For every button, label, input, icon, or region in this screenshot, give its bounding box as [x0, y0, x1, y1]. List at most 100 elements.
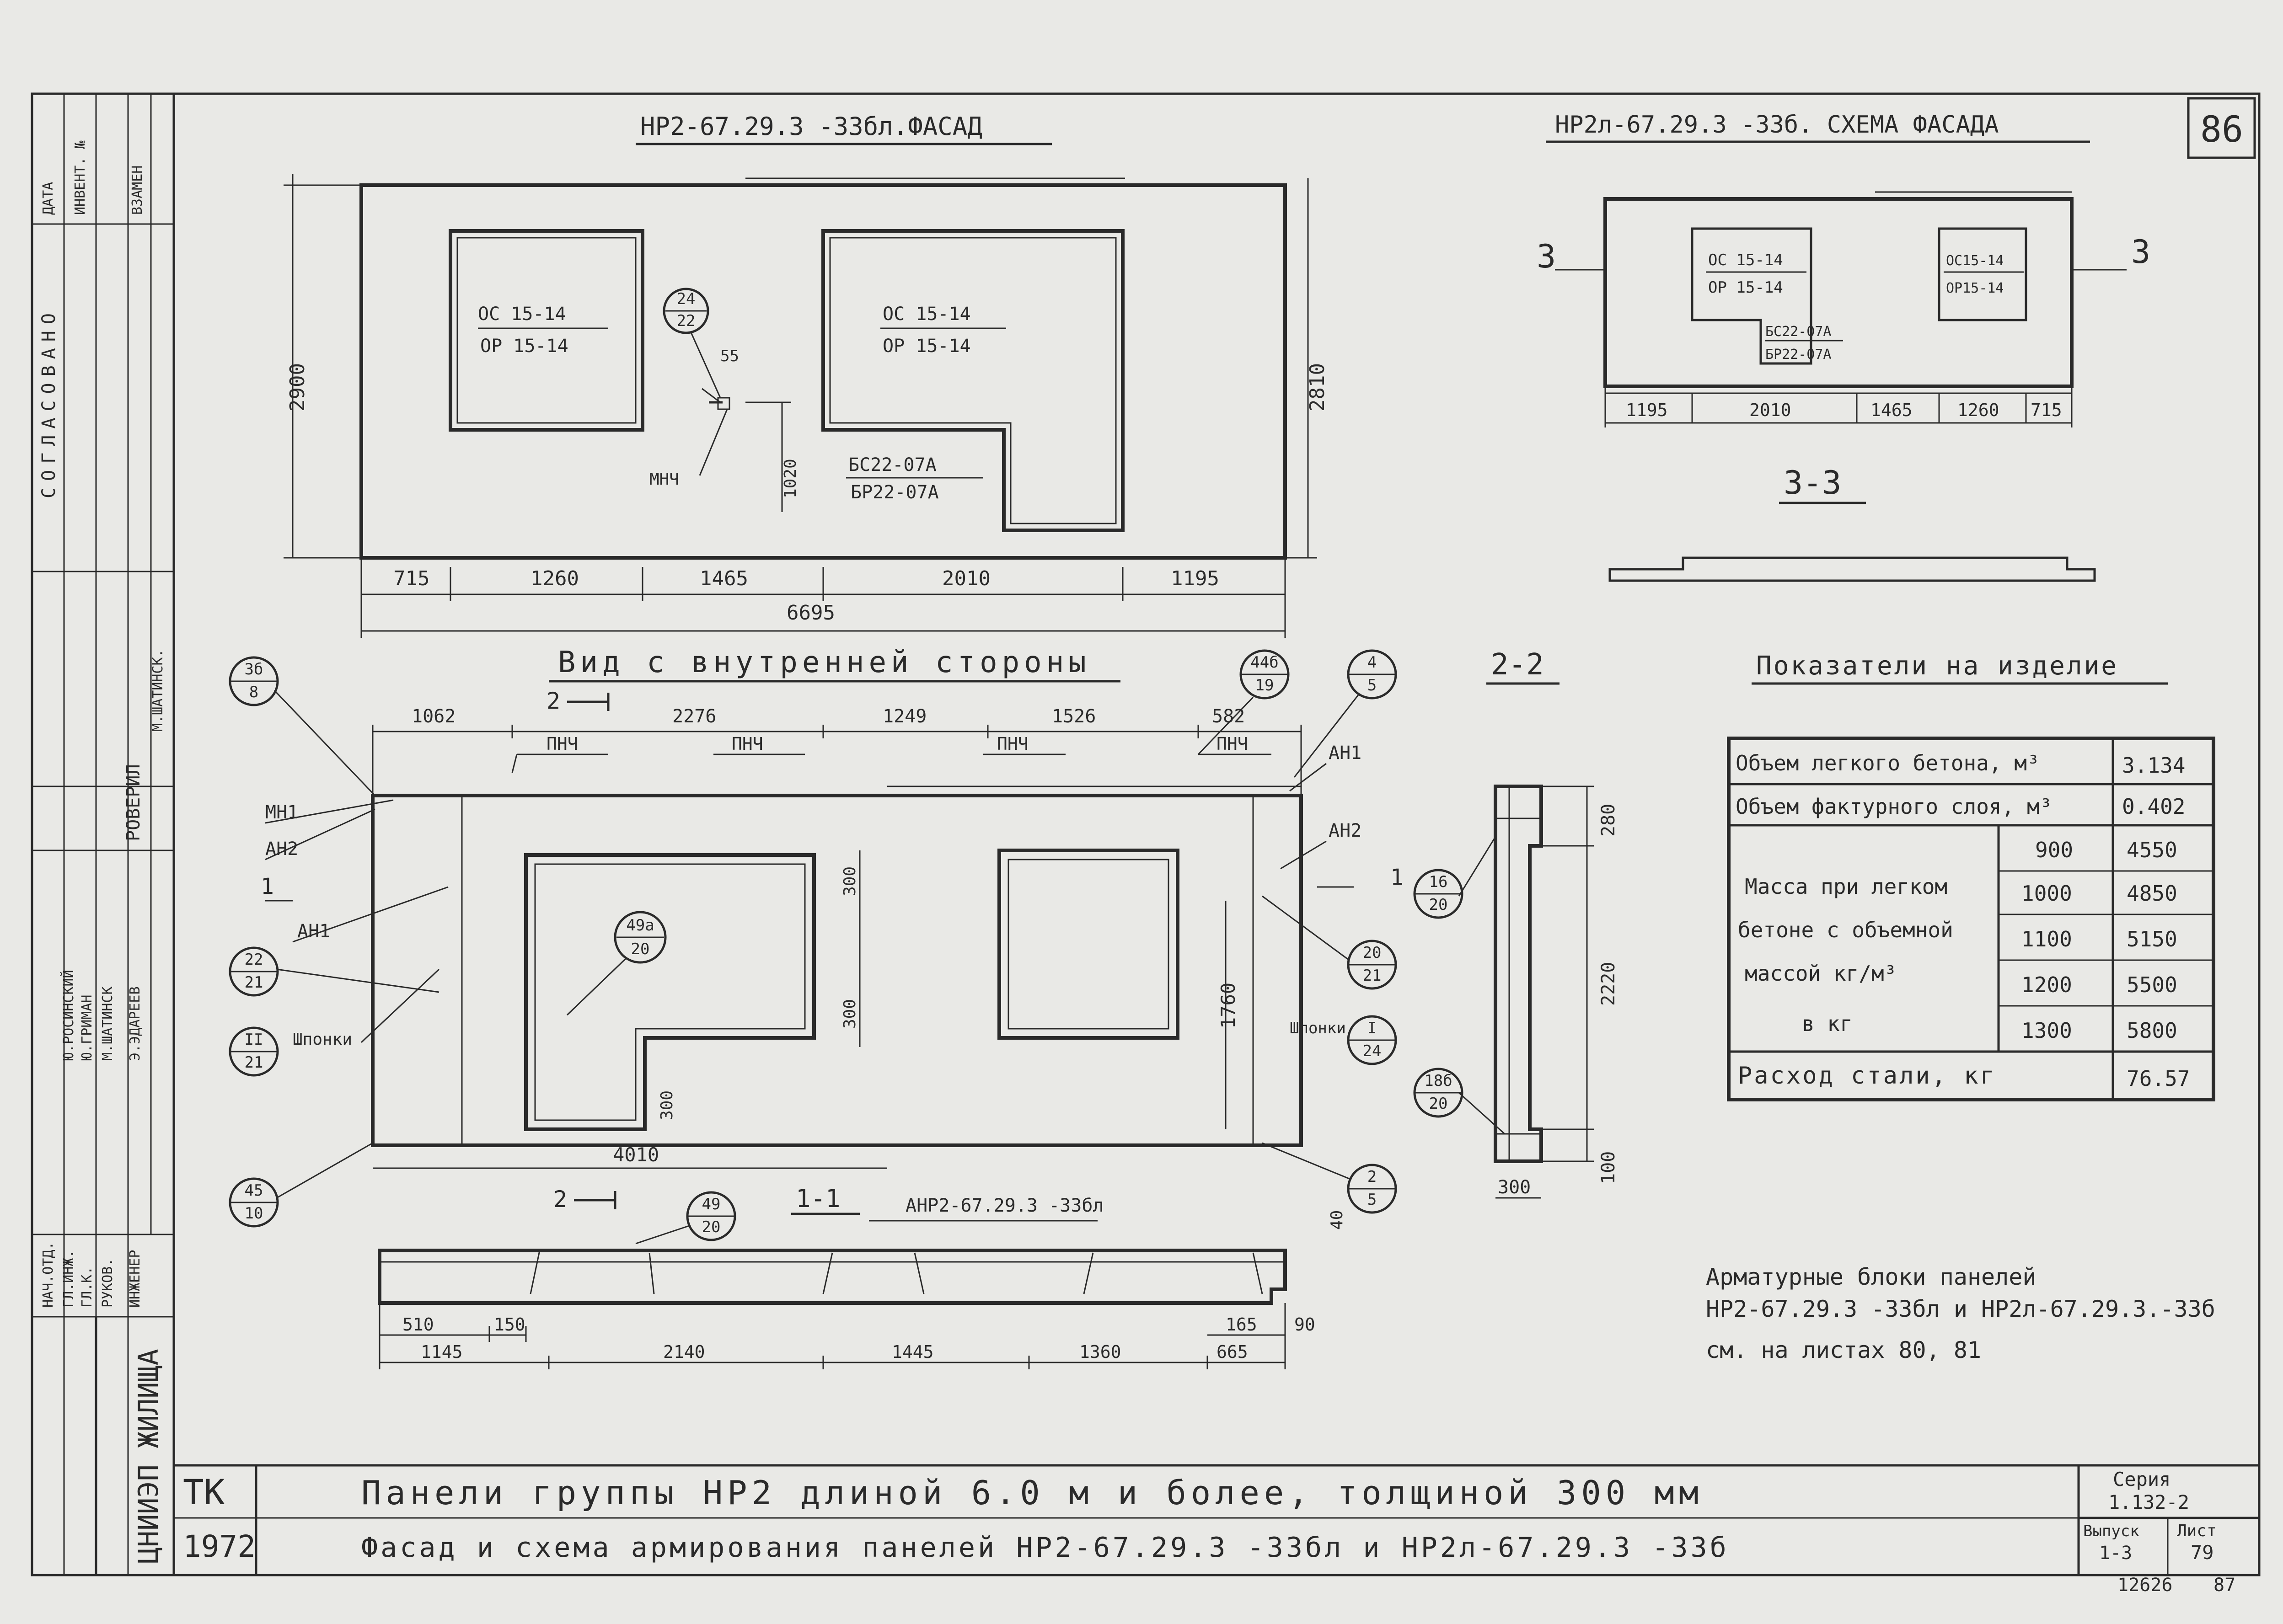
scheme-win-b-bot: ОР15-14 — [1946, 280, 2004, 296]
inner-label-shponki-right: Шпонки — [1290, 1019, 1346, 1037]
note-line-2: НР2-67.29.3 -33бл и НР2л-67.29.3.-33б — [1706, 1296, 2215, 1322]
sec11-dim-b4: 1360 — [1079, 1342, 1121, 1362]
facade-dim-3: 1465 — [700, 567, 748, 590]
sec11-dim-b3: 1445 — [892, 1342, 934, 1362]
callout-3-top: 4 — [1367, 653, 1377, 672]
scheme-cut-right: 3 — [2131, 233, 2150, 271]
ind-mass-label-2: бетоне с объемной — [1738, 918, 1953, 942]
strip-name-1: Ю.РОСИНСКИЙ — [60, 970, 77, 1061]
ind-mass-d5: 1300 — [2021, 1018, 2072, 1043]
facade-door-bot: БР22-07А — [851, 482, 939, 503]
indicators-title: Показатели на изделие — [1756, 651, 2118, 681]
callout-6-bot: 20 — [631, 940, 650, 958]
sec22-dim-300: 300 — [1498, 1177, 1531, 1198]
strip-role-3: ГЛ.К. — [79, 1266, 95, 1308]
sec22-dim-2220: 2220 — [1598, 962, 1619, 1006]
title-issue: 1-3 — [2099, 1543, 2132, 1564]
sheet-number: 86 — [2200, 109, 2243, 150]
facade-dim-1020: 1020 — [781, 459, 800, 498]
sec11-dim-a2: 150 — [494, 1314, 525, 1335]
inner-top-dim-1: 1062 — [412, 706, 456, 727]
facade-win2-top: ОС 15-14 — [883, 304, 971, 325]
ind-mass-d4: 1200 — [2021, 972, 2072, 997]
title-sheet-label: Лист — [2177, 1522, 2217, 1540]
ind-mass-v2: 4850 — [2127, 881, 2177, 906]
inner-label-an2-left: АН2 — [265, 839, 298, 860]
strip-name-4: Э.ЭДАРЕЕВ — [127, 986, 143, 1061]
inner-dim-300a: 300 — [841, 866, 859, 896]
title-line-2: Фасад и схема армирования панелей НР2-67… — [361, 1532, 1729, 1564]
strip-org: ЦНИИЭП ЖИЛИЩА — [133, 1349, 165, 1564]
facade-dim-4: 2010 — [942, 567, 991, 590]
callout-2-top: 44б — [1250, 653, 1278, 672]
callout-8-bot: 24 — [1363, 1042, 1382, 1060]
scheme-panel — [1555, 191, 2127, 388]
section-22-title: 2-2 — [1491, 648, 1544, 682]
sec11-dim-c1: 165 — [1226, 1314, 1257, 1335]
callout-5-bot: 21 — [245, 1053, 263, 1072]
sec11-dim-b2: 2140 — [663, 1342, 705, 1362]
ind-mass-v1: 4550 — [2127, 838, 2177, 862]
ind-row2-value: 0.402 — [2122, 794, 2185, 819]
section-22-profile — [1494, 785, 1543, 1163]
facade-win2-bot: ОР 15-14 — [883, 336, 971, 357]
sec11-dim-a1: 510 — [402, 1314, 434, 1335]
ind-mass-d3: 1100 — [2021, 927, 2072, 951]
inner-top-dim-2: 2276 — [672, 706, 716, 727]
title-year: 1972 — [183, 1529, 256, 1564]
scheme-win-b-top: ОС15-14 — [1946, 253, 2004, 269]
title-issue-label: Выпуск — [2083, 1522, 2139, 1540]
inner-panel — [371, 785, 1303, 1147]
facade-dim-55: 55 — [720, 347, 739, 365]
strip-checked-name: М.ШАТИНСК. — [150, 649, 166, 732]
scheme-dim-2: 2010 — [1749, 400, 1791, 420]
section-11-mark: АНР2-67.29.3 -33бл — [906, 1195, 1104, 1216]
ind-steel-value: 76.57 — [2127, 1066, 2190, 1091]
ind-mass-v5: 5800 — [2127, 1018, 2177, 1043]
strip-agreed: СОГЛАСОВАНО — [38, 307, 59, 498]
facade-height-left: 2900 — [286, 363, 309, 411]
callout-7-bot: 21 — [1363, 967, 1382, 985]
sec11-dim-c2: 90 — [1294, 1314, 1315, 1335]
sheet-frame — [31, 92, 2261, 1576]
callout-group — [229, 649, 1463, 1241]
ind-mass-label-3: массой кг/м³ — [1745, 961, 1897, 986]
scheme-win-a-top: ОС 15-14 — [1708, 251, 1783, 269]
facade-callout-top: 24 — [677, 290, 696, 308]
inner-cut1-right: 1 — [1390, 865, 1404, 890]
callout-5-top: II — [245, 1031, 263, 1049]
strip-role-5: ИНЖЕНЕР — [127, 1250, 143, 1308]
callout-9-top: 45 — [245, 1181, 263, 1200]
facade-title: НР2-67.29.3 -33бл.ФАСАД — [640, 112, 982, 141]
ind-mass-d1: 900 — [2035, 838, 2073, 862]
scheme-dim-4: 1260 — [1957, 400, 1999, 420]
title-tk: ТК — [183, 1472, 225, 1512]
callout-11-top: 2 — [1367, 1168, 1377, 1186]
scheme-dim-5: 715 — [2031, 400, 2062, 420]
scheme-door-bot: БР22-07А — [1765, 347, 1832, 363]
inner-label-an2-right: АН2 — [1329, 820, 1361, 841]
inner-dim-300c: 300 — [658, 1090, 676, 1120]
sec22-dim-100: 100 — [1598, 1151, 1619, 1184]
callout-13-top: 18б — [1424, 1072, 1452, 1090]
section-11-profile — [378, 1249, 1287, 1305]
ind-mass-label-1: Масса при легком — [1745, 874, 1947, 899]
strip-checked-label: РОВЕРИЛ — [123, 764, 144, 841]
inner-cut2-bot: 2 — [553, 1186, 567, 1213]
title-series-label: Серия — [2113, 1468, 2170, 1490]
callout-1-bot: 8 — [249, 683, 258, 701]
note-line-3: см. на листах 80, 81 — [1706, 1337, 1981, 1363]
facade-door-top: БС22-07А — [848, 454, 937, 475]
inner-top-dim-3: 1249 — [883, 706, 927, 727]
strip-role-4: РУКОВ. — [100, 1258, 116, 1308]
callout-10-bot: 20 — [702, 1218, 721, 1236]
scheme-win-a-bot: ОР 15-14 — [1708, 278, 1783, 297]
strip-header-date: ДАТА — [40, 182, 56, 215]
inner-dim-40: 40 — [1328, 1210, 1346, 1230]
callout-2-bot: 19 — [1255, 676, 1274, 694]
facade-dim-1: 715 — [393, 567, 429, 590]
callout-10-top: 49 — [702, 1195, 721, 1213]
callout-4-top: 22 — [245, 951, 263, 969]
section-33-title: 3-3 — [1784, 464, 1841, 502]
inner-label-shponki-left: Шпонки — [293, 1030, 352, 1049]
